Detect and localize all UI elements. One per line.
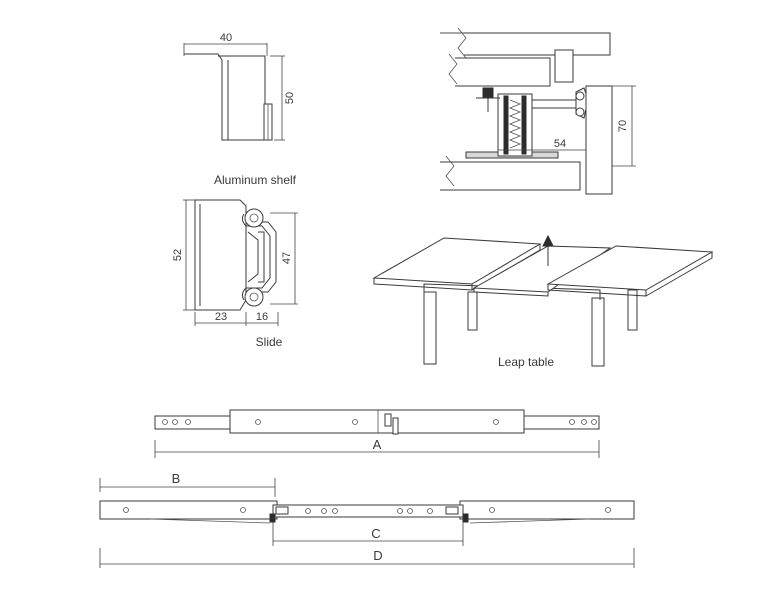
dimension-label-50: 50 bbox=[284, 92, 296, 104]
dimension-label-70: 70 bbox=[617, 120, 629, 132]
aluminum-shelf-profile: 40 50 Aluminum shelf bbox=[183, 32, 297, 187]
dimension-label-52: 52 bbox=[172, 249, 184, 261]
leap-table-illustration: Leap table bbox=[372, 234, 714, 369]
dimension-label-a: A bbox=[373, 437, 382, 452]
dimension-label-54: 54 bbox=[554, 138, 566, 150]
mounting-section: 54 70 bbox=[440, 27, 636, 195]
slide-extended-view: B C D bbox=[99, 471, 635, 568]
slide-profile: 52 47 23 16 Slide bbox=[172, 199, 298, 349]
slide-closed-view: A bbox=[154, 409, 600, 458]
dimension-label-d: D bbox=[373, 548, 382, 563]
caption-leap-table: Leap table bbox=[498, 355, 554, 369]
dimension-label-c: C bbox=[371, 526, 380, 541]
dimension-label-16: 16 bbox=[256, 311, 268, 323]
caption-slide: Slide bbox=[256, 335, 283, 349]
dimension-label-23: 23 bbox=[215, 311, 227, 323]
dimension-label-47: 47 bbox=[281, 252, 293, 264]
dimension-label-40: 40 bbox=[220, 32, 232, 44]
dimension-label-b: B bbox=[172, 471, 181, 486]
caption-aluminum-shelf: Aluminum shelf bbox=[214, 173, 297, 187]
